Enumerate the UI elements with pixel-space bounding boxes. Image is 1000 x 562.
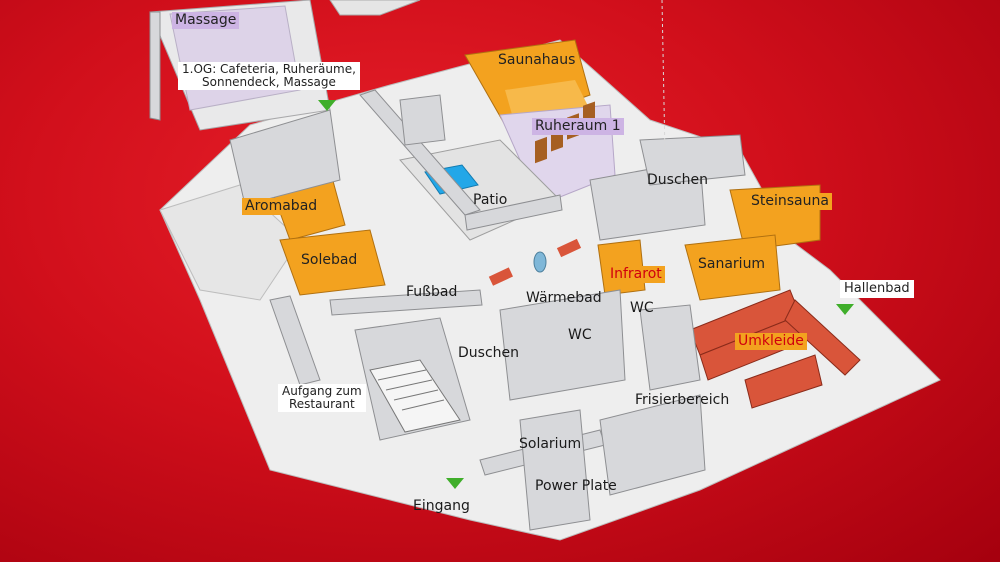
label-solarium: Solarium bbox=[519, 436, 582, 452]
label-aufgang-line2: Restaurant bbox=[288, 397, 355, 411]
label-aufgang-line1: Aufgang zum bbox=[282, 384, 362, 398]
label-sanarium: Sanarium bbox=[695, 256, 769, 273]
label-ruheraum: Ruheraum 1 bbox=[532, 118, 624, 135]
label-patio: Patio bbox=[473, 192, 508, 208]
staircase bbox=[369, 359, 461, 433]
label-aromabad: Aromabad bbox=[242, 198, 321, 215]
bench-1 bbox=[488, 267, 513, 286]
label-wc-2: WC bbox=[630, 300, 654, 316]
bench-2 bbox=[556, 238, 582, 258]
label-fussbad: Fußbad bbox=[406, 284, 458, 300]
label-1og-line2: Sonnendeck, Massage bbox=[202, 75, 336, 89]
floor-slab bbox=[159, 39, 941, 541]
label-massage: Massage bbox=[172, 12, 240, 29]
hallenbad-marker bbox=[836, 304, 854, 315]
label-solebad: Solebad bbox=[298, 252, 361, 269]
og-entrance-marker bbox=[318, 100, 336, 111]
label-infrarot: Infrarot bbox=[607, 266, 665, 283]
label-1og: 1.OG: Cafeteria, Ruheräume, Sonnendeck, … bbox=[178, 62, 360, 90]
label-duschen-mid: Duschen bbox=[458, 345, 520, 361]
label-saunahaus: Saunahaus bbox=[495, 52, 579, 69]
label-power-plate: Power Plate bbox=[535, 478, 617, 494]
label-wc-1: WC bbox=[568, 327, 592, 343]
label-duschen-top: Duschen bbox=[647, 172, 709, 188]
label-eingang: Eingang bbox=[413, 498, 470, 514]
label-hallenbad: Hallenbad bbox=[840, 280, 914, 298]
label-umkleide: Umkleide bbox=[735, 333, 807, 350]
label-steinsauna: Steinsauna bbox=[748, 193, 832, 210]
section-line bbox=[661, 0, 666, 156]
water-column bbox=[533, 251, 547, 273]
label-aufgang: Aufgang zum Restaurant bbox=[278, 384, 366, 412]
label-1og-line1: 1.OG: Cafeteria, Ruheräume, bbox=[182, 62, 356, 76]
interior-walls bbox=[149, 11, 746, 531]
label-frisierbereich: Frisierbereich bbox=[635, 392, 730, 408]
label-waermebad: Wärmebad bbox=[526, 290, 602, 306]
eingang-marker bbox=[446, 478, 464, 489]
